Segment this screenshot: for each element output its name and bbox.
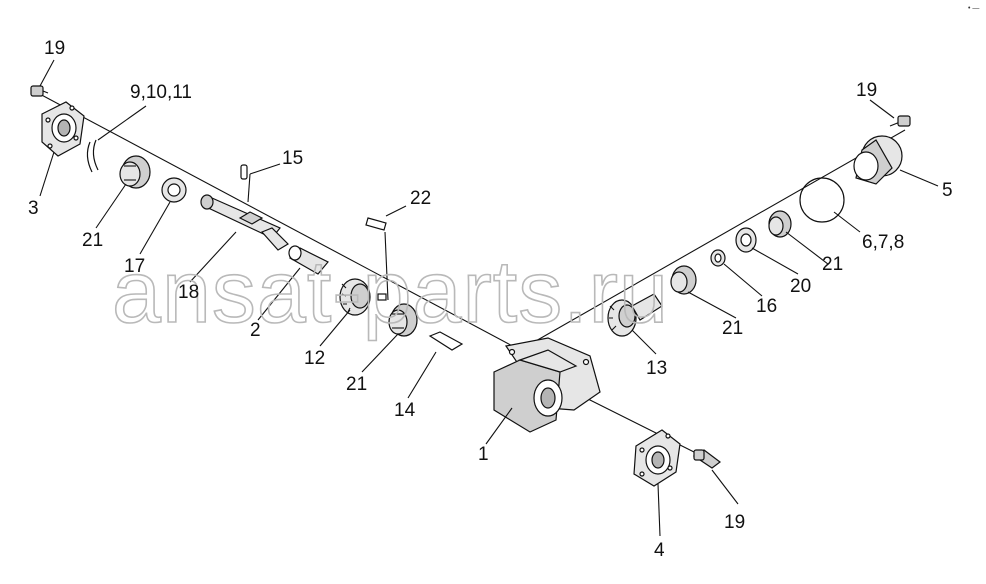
callout-21-right-lower: 21 [722,318,743,339]
callout-3: 3 [28,198,39,219]
callout-6-7-8: 6,7,8 [862,232,904,253]
callout-14: 14 [394,400,416,421]
bolt-19-left [30,85,49,97]
callout-15: 15 [282,148,303,169]
bearing-21-right-upper [768,210,792,238]
bolt-19-right [889,115,911,127]
flange-4 [633,429,681,487]
callout-13: 13 [646,358,667,379]
callout-2: 2 [250,320,261,341]
callout-leader-lines [39,59,939,537]
callout-21-left: 21 [82,230,103,251]
callout-12: 12 [304,348,325,369]
shim-9-10-11 [86,139,99,173]
callout-22: 22 [410,188,431,209]
callout-21-right-upper: 21 [822,254,843,275]
callout-1: 1 [478,444,489,465]
shaft-18 [200,194,289,251]
bevel-pinion-13 [607,293,663,337]
flange-3 [41,101,85,157]
spacer-14 [428,331,464,351]
callout-21-middle: 21 [346,374,367,395]
sleeve-2 [288,245,329,275]
callout-20: 20 [790,276,811,297]
watermark-text: ansat-parts.ru [112,242,669,341]
callout-9-10-11: 9,10,11 [130,82,192,103]
callout-19-bottom: 19 [724,512,745,533]
cover-5 [853,135,903,185]
callout-4: 4 [654,540,665,561]
corner-mark: • — [968,5,979,12]
callout-labels: 19 9,10,11 3 21 15 17 18 22 2 12 21 14 1… [28,38,953,561]
bearing-21-middle [388,303,418,337]
bearing-21-left [119,155,151,189]
bevel-gear-12 [339,278,387,316]
bolt-19-bottom [692,449,721,469]
callout-19-top-right: 19 [856,80,877,101]
seal-ring-17 [161,177,187,203]
callout-16: 16 [756,296,777,317]
callout-18: 18 [178,282,199,303]
callout-19-top-left: 19 [44,38,65,59]
seal-20 [735,227,757,253]
key-22 [365,217,387,231]
washer-16 [710,249,726,267]
pin-15 [240,164,248,180]
gasket-6-7-8 [799,177,845,223]
callout-17: 17 [124,256,145,277]
housing-1 [493,337,601,433]
bearing-21-right-lower [670,265,697,295]
callout-5: 5 [942,180,953,201]
